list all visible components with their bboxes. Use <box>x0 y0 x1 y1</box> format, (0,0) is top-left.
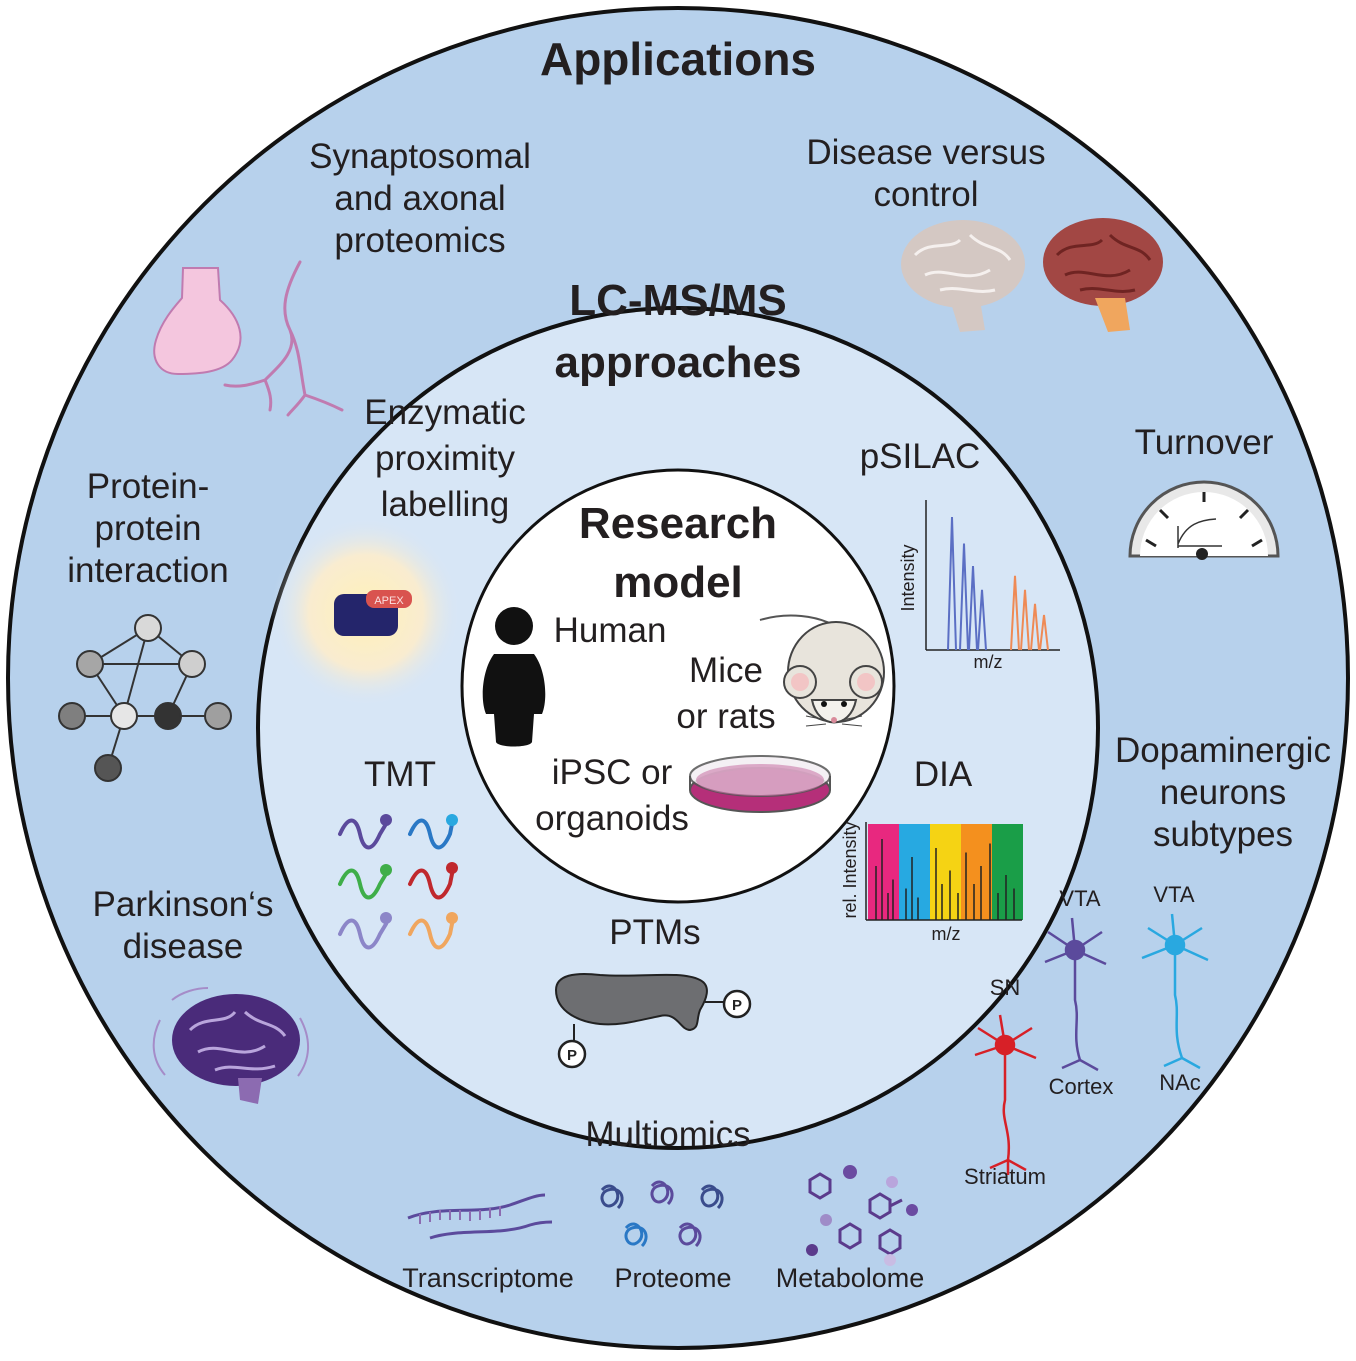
applications-title: Applications <box>539 33 817 85</box>
dia-chart: rel. Intensity m/z <box>840 821 1023 944</box>
metabolome-icon <box>806 1165 918 1266</box>
apex-tag-label: APEX <box>374 595 404 607</box>
dia-window-band <box>899 824 930 920</box>
dia-window-band <box>868 824 899 920</box>
tmt-label: TMT <box>364 755 436 794</box>
human-label: Human <box>553 611 667 650</box>
multiomics-label: Multiomics <box>585 1115 751 1154</box>
petri-dish-icon <box>689 755 831 813</box>
proximity-label: Enzymatic proximity labelling <box>364 393 526 525</box>
healthy-brain-icon <box>901 220 1025 332</box>
psilac-peak <box>1020 589 1030 651</box>
ppi-network-icon <box>58 614 232 782</box>
phospho-label-1: P <box>732 997 742 1014</box>
parkinsons-brain-icon <box>152 987 310 1104</box>
dia-label: DIA <box>913 755 973 794</box>
tmt-tags-icon <box>338 814 458 950</box>
metabolome-label: Metabolome <box>775 1263 925 1293</box>
transcriptome-icon <box>407 1193 553 1240</box>
parkinsons-label: Parkinson‘s disease <box>92 885 274 966</box>
psilac-peak <box>1010 575 1020 651</box>
dia-window-band <box>930 824 961 920</box>
dia-ylabel: rel. Intensity <box>840 821 860 918</box>
proteome-icon <box>600 1180 724 1248</box>
synaptosomal-label: Synaptosomal and axonal proteomics <box>309 137 531 260</box>
dia-window-band <box>992 824 1023 920</box>
psilac-peak <box>1039 614 1049 651</box>
human-icon <box>482 607 546 747</box>
dopaminergic-label: Dopaminergic neurons subtypes <box>1115 731 1331 854</box>
psilac-peak <box>968 565 978 651</box>
turnover-gauge-icon <box>1128 480 1280 560</box>
lcms-title: LC-MS/MS approaches <box>554 276 802 387</box>
apex-proximity-icon: APEX <box>271 517 461 707</box>
psilac-label: pSILAC <box>859 437 981 476</box>
turnover-label: Turnover <box>1134 423 1274 462</box>
vta-nac-neuron-icon <box>1141 913 1209 1070</box>
psilac-peak <box>1030 603 1040 651</box>
diseased-brain-icon <box>1043 218 1163 332</box>
sn-neuron-icon <box>974 1014 1037 1175</box>
psilac-ylabel: Intensity <box>898 544 918 611</box>
sn-label: SN <box>989 975 1021 1000</box>
psilac-xlabel: m/z <box>974 652 1003 672</box>
psilac-peak <box>977 589 987 651</box>
nac-label: NAc <box>1159 1070 1201 1095</box>
ipsc-label: iPSC or organoids <box>535 753 689 839</box>
striatum-label: Striatum <box>964 1164 1046 1189</box>
vta-label-2: VTA <box>1153 882 1195 907</box>
ptms-label: PTMs <box>609 913 701 952</box>
proteome-label: Proteome <box>614 1263 732 1293</box>
ptm-protein-icon: P P <box>554 972 752 1069</box>
psilac-peak <box>947 516 957 651</box>
synapse-axon-icon <box>153 260 344 417</box>
mice-label: Mice or rats <box>676 651 776 737</box>
psilac-peak <box>959 543 969 651</box>
psilac-spectrum-chart: Intensity m/z <box>898 500 1060 672</box>
mouse-icon <box>759 614 885 727</box>
phospho-label-2: P <box>567 1047 577 1064</box>
vta-label-1: VTA <box>1059 886 1101 911</box>
vta-cortex-neuron-icon <box>1044 917 1107 1072</box>
cortex-label: Cortex <box>1048 1074 1114 1099</box>
research-model-title: Research model <box>578 499 778 608</box>
dia-xlabel: m/z <box>932 924 961 944</box>
transcriptome-label: Transcriptome <box>402 1263 574 1293</box>
ppi-label: Protein- protein interaction <box>67 467 229 590</box>
disease-control-label: Disease versus control <box>806 133 1046 214</box>
